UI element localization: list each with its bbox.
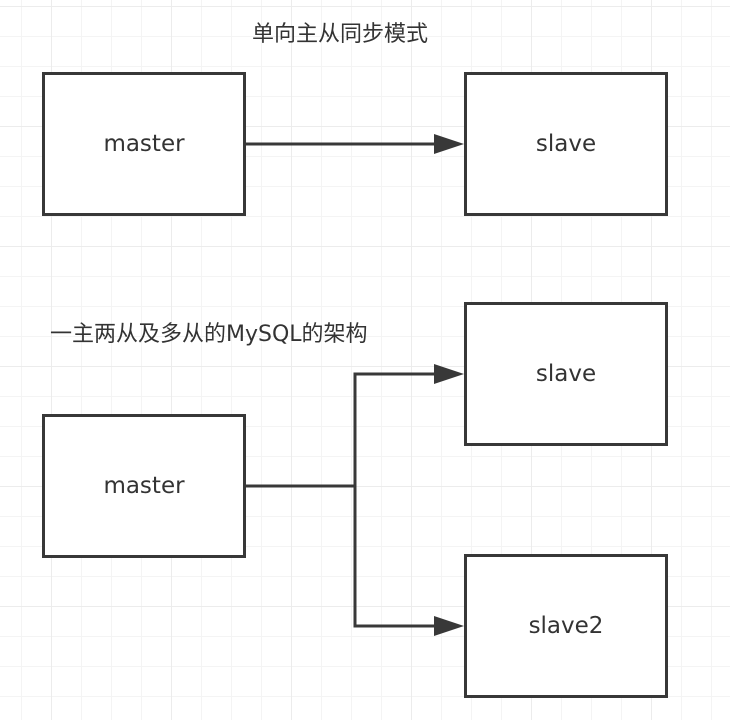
- slave2-node-label: slave2: [528, 613, 604, 639]
- diagram1-master-node[interactable]: master: [42, 72, 246, 216]
- master-node-label: master: [103, 473, 185, 499]
- diagram2-title: 一主两从及多从的MySQL的架构: [50, 322, 368, 347]
- arrowhead-icon: [434, 616, 464, 636]
- arrowhead-icon: [434, 364, 464, 384]
- edge-master-to-slave: [246, 134, 464, 154]
- slave-node-label: slave: [535, 361, 597, 387]
- diagram2-slave2-node[interactable]: slave2: [464, 554, 668, 698]
- diagram1-title: 单向主从同步模式: [252, 22, 429, 47]
- master-node-label: master: [103, 131, 185, 157]
- diagram1-slave-node[interactable]: slave: [464, 72, 668, 216]
- diagram2-master-node[interactable]: master: [42, 414, 246, 558]
- diagram2-slave-node[interactable]: slave: [464, 302, 668, 446]
- slave-node-label: slave: [535, 131, 597, 157]
- arrowhead-icon: [434, 134, 464, 154]
- edge-master-to-slave-branch: [353, 364, 464, 486]
- edge-master-to-slave2-branch: [353, 486, 464, 636]
